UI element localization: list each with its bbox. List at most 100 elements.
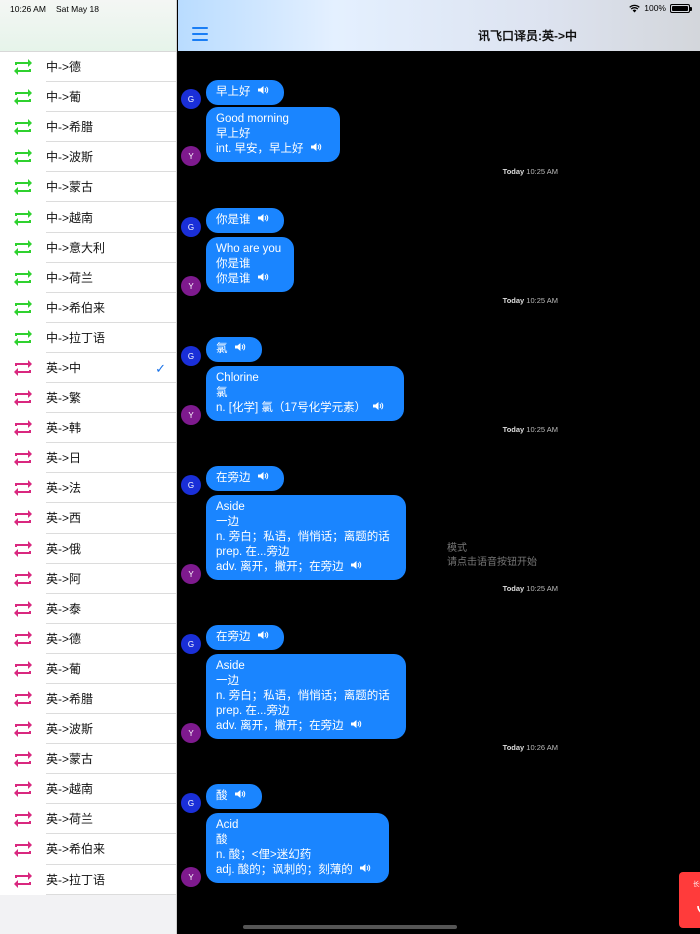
swap-arrows-icon — [0, 744, 46, 774]
message-line: 一边 — [216, 675, 239, 687]
sidebar-item[interactable]: 英->俄 — [0, 533, 176, 564]
sidebar-item[interactable]: 中->越南 — [0, 202, 176, 233]
sidebar-item[interactable]: 英->日 — [0, 443, 176, 474]
sidebar-item[interactable]: 中->希伯来 — [0, 292, 176, 323]
checkmark-icon: ✓ — [155, 360, 166, 376]
swap-arrows-icon — [0, 353, 46, 383]
sidebar-item[interactable]: 中->希腊 — [0, 112, 176, 143]
sidebar-header — [0, 0, 176, 52]
speaker-icon[interactable] — [350, 560, 363, 575]
sidebar-item[interactable]: 中->波斯 — [0, 142, 176, 173]
message-line: Good morning — [216, 113, 289, 125]
swap-arrows-icon — [0, 654, 46, 684]
timestamp: Today 10:25 AM — [502, 167, 558, 176]
message-line: prep. 在...旁边 — [216, 546, 290, 558]
mic-button[interactable]: 长按说话 — [679, 872, 700, 928]
user-message-bubble[interactable]: 氯 — [206, 337, 262, 362]
sidebar-item[interactable]: 英->希伯来 — [0, 834, 176, 865]
user-message-bubble[interactable]: 在旁边 — [206, 466, 284, 491]
sidebar-item[interactable]: 英->葡 — [0, 653, 176, 684]
sidebar-item[interactable]: 英->泰 — [0, 593, 176, 624]
sidebar-item-label: 英->德 — [46, 624, 176, 654]
user-message-bubble[interactable]: 早上好 — [206, 80, 284, 105]
sidebar-item-label: 中->意大利 — [46, 233, 176, 263]
sidebar-item[interactable]: 中->荷兰 — [0, 262, 176, 293]
user-message-bubble[interactable]: 你是谁 — [206, 208, 284, 233]
speaker-icon[interactable] — [257, 471, 270, 486]
speaker-icon[interactable] — [359, 863, 372, 878]
sidebar-item-label: 中->越南 — [46, 202, 176, 233]
sidebar-item[interactable]: 中->葡 — [0, 82, 176, 113]
speaker-icon[interactable] — [257, 272, 270, 287]
user-message-bubble[interactable]: 酸 — [206, 784, 262, 809]
sidebar-item-label: 英->繁 — [46, 383, 176, 414]
message-line: adv. 离开，撇开；在旁边 — [216, 560, 396, 575]
sidebar-item-label: 英->葡 — [46, 654, 176, 684]
home-indicator — [243, 925, 457, 929]
swap-arrows-icon — [0, 52, 46, 82]
sidebar-item[interactable]: 英->希腊 — [0, 683, 176, 715]
sidebar-item[interactable]: 中->蒙古 — [0, 172, 176, 203]
swap-arrows-icon — [0, 203, 46, 233]
sidebar-item[interactable]: 英->繁 — [0, 383, 176, 414]
speaker-icon[interactable] — [372, 401, 385, 416]
sidebar-item[interactable]: 中->拉丁语 — [0, 322, 176, 353]
battery-icon — [670, 3, 692, 13]
sidebar-item-label: 英->日 — [46, 443, 176, 474]
mic-label: 长按说话 — [693, 881, 700, 888]
status-bar: 10:26 AM Sat May 18 100% — [0, 0, 700, 18]
speaker-icon[interactable] — [310, 142, 323, 157]
avatar: Y — [181, 564, 201, 584]
swap-arrows-icon — [0, 714, 46, 744]
sidebar-item[interactable]: 英->波斯 — [0, 714, 176, 745]
sidebar-item[interactable]: 英->法 — [0, 473, 176, 504]
avatar: G — [181, 89, 201, 109]
sidebar-item-label: 英->中 — [46, 353, 176, 384]
user-message-bubble[interactable]: 在旁边 — [206, 625, 284, 650]
speaker-icon[interactable] — [257, 630, 270, 645]
speaker-icon[interactable] — [257, 213, 270, 228]
message-line: 酸 — [216, 834, 228, 846]
message-line: 早上好 — [216, 128, 251, 140]
speaker-icon[interactable] — [350, 719, 363, 734]
swap-arrows-icon — [0, 624, 46, 654]
sidebar-item[interactable]: 英->阿 — [0, 563, 176, 594]
swap-arrows-icon — [0, 323, 46, 353]
swap-arrows-icon — [0, 564, 46, 594]
message-line: adj. 酸的；讽刺的；刻薄的 — [216, 863, 379, 878]
swap-arrows-icon — [0, 473, 46, 503]
page-title: 讯飞口译员:英->中 — [478, 29, 578, 43]
sidebar-item[interactable]: 中->意大利 — [0, 232, 176, 263]
sidebar-item[interactable]: 中->德 — [0, 52, 176, 83]
sidebar-item[interactable]: 英->德 — [0, 623, 176, 654]
swap-arrows-icon — [0, 834, 46, 864]
sidebar-item-label: 中->波斯 — [46, 142, 176, 173]
sidebar-item[interactable]: 英->西 — [0, 503, 176, 534]
message-line: Aside — [216, 660, 245, 672]
sidebar-item-label: 英->阿 — [46, 564, 176, 594]
speaker-icon[interactable] — [234, 789, 247, 804]
sidebar-item[interactable]: 英->荷兰 — [0, 804, 176, 835]
sidebar-item[interactable]: 英->拉丁语 — [0, 864, 176, 895]
sidebar: 中->德中->葡中->希腊中->波斯中->蒙古中->越南中->意大利中->荷兰中… — [0, 0, 177, 934]
message-line: n. [化学] 氯（17号化学元素） — [216, 401, 394, 416]
sidebar-item-label: 英->希腊 — [46, 684, 176, 715]
swap-arrows-icon — [0, 233, 46, 263]
speaker-icon[interactable] — [257, 85, 270, 100]
sidebar-item[interactable]: 英->越南 — [0, 774, 176, 805]
status-time: 10:26 AM — [10, 4, 46, 14]
sidebar-item[interactable]: 英->蒙古 — [0, 744, 176, 775]
speaker-icon[interactable] — [234, 342, 247, 357]
sidebar-item[interactable]: 英->中✓ — [0, 352, 176, 384]
battery-percent: 100% — [644, 3, 666, 13]
wifi-icon — [629, 4, 641, 12]
message-line: 在旁边 — [216, 471, 274, 486]
menu-icon[interactable] — [192, 27, 208, 41]
sidebar-item[interactable]: 英->韩 — [0, 413, 176, 444]
